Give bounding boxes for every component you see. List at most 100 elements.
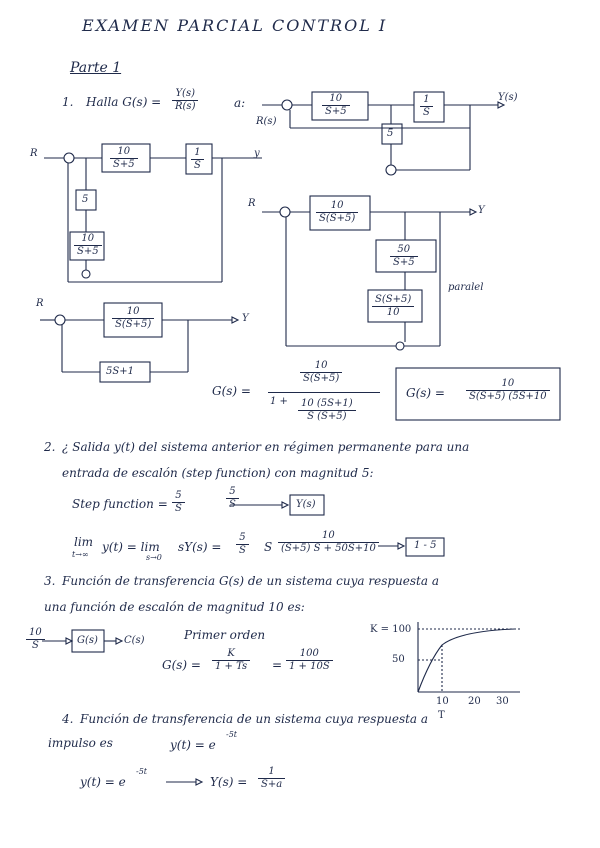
q3-g1-den: 1 + Ts bbox=[215, 661, 248, 672]
q3-g2-num: 100 bbox=[286, 648, 333, 661]
q2-step-label: Step function = bbox=[72, 497, 168, 511]
q3-block: G(s) bbox=[77, 635, 98, 646]
q1-ratio-num: Y(s) bbox=[172, 88, 199, 101]
diagC-block1-den: S(S+5) bbox=[319, 213, 356, 224]
q1-result-bottom-num: 10 (5S+1) bbox=[298, 398, 356, 411]
q3-plot-t-label: T bbox=[438, 710, 445, 721]
diagA-block3: 5 bbox=[387, 128, 394, 139]
q2-number: 2. bbox=[44, 440, 56, 454]
diagC-output: Y bbox=[478, 205, 485, 216]
diagC-block3: S(S+5) 10 bbox=[372, 294, 415, 319]
exam-title: EXAMEN PARCIAL bbox=[82, 16, 265, 35]
diagB-block2-den: S bbox=[194, 160, 201, 171]
diagA-block1: 10 S+5 bbox=[322, 93, 350, 118]
q1-ratio: Y(s) R(s) bbox=[172, 88, 199, 113]
diagA-block2: 1 S bbox=[420, 94, 433, 119]
q2-lim-prefix: lim bbox=[74, 535, 94, 549]
diagC-note: paralel bbox=[448, 282, 484, 293]
q1-result-label: G(s) = bbox=[212, 384, 251, 398]
q2-lim-sub2: s→0 bbox=[146, 553, 162, 562]
q2-lim-rest: sY(s) = bbox=[178, 540, 222, 554]
q2-lim-big-den: (S+5) S + 50S+10 bbox=[281, 543, 376, 554]
diagB-output: y bbox=[254, 148, 260, 159]
q1-result-top-den: S(S+5) bbox=[303, 373, 340, 384]
diagC-block2-den: S+5 bbox=[393, 257, 415, 268]
q1-ratio-den: R(s) bbox=[175, 101, 196, 112]
diagB-input: R bbox=[30, 148, 38, 159]
diagB-block2-num: 1 bbox=[191, 147, 204, 160]
q1-main-fraction-bar bbox=[268, 392, 380, 393]
q3-input-fraction: 10 S bbox=[26, 627, 45, 652]
q2-arrow-num: 5 bbox=[226, 486, 239, 499]
q1-result-top: 10 S(S+5) bbox=[300, 360, 343, 385]
q2-lim-big-num: 10 bbox=[278, 530, 379, 543]
diagC-block1-num: 10 bbox=[316, 200, 359, 213]
q4-Y-fraction: 1 S+a bbox=[258, 766, 286, 791]
q2-text-line1: ¿ Salida y(t) del sistema anterior en ré… bbox=[62, 440, 470, 454]
diagB-block1: 10 S+5 bbox=[110, 146, 138, 171]
q2-arrow-fraction: 5 S bbox=[226, 486, 239, 511]
diagB-block1-num: 10 bbox=[110, 146, 138, 159]
q3-g1-fraction: K 1 + Ts bbox=[212, 648, 251, 673]
q3-input-num: 10 bbox=[26, 627, 45, 640]
q4-resp: y(t) = e bbox=[170, 738, 216, 752]
q2-step-fraction: 5 S bbox=[172, 490, 185, 515]
q1-prompt: Halla G(s) = bbox=[86, 95, 162, 109]
q3-text-line1: Función de transferencia G(s) de un sist… bbox=[62, 574, 439, 588]
q1-final-fraction: 10 S(S+5) (5S+10 bbox=[466, 378, 550, 403]
q1-final-den: S(S+5) (5S+10 bbox=[469, 391, 547, 402]
diagB-block2: 1 S bbox=[191, 147, 204, 172]
q3-g1-num: K bbox=[212, 648, 251, 661]
q4-text-line1: Función de transferencia de un sistema c… bbox=[80, 712, 429, 726]
diagB-block1-den: S+5 bbox=[113, 159, 135, 170]
q2-lim-frac-den: S bbox=[239, 545, 246, 556]
diagD-output: Y bbox=[242, 313, 249, 324]
part-heading: Parte 1 bbox=[70, 60, 122, 76]
diagA-block1-den: S+5 bbox=[325, 106, 347, 117]
q2-lim-big-fraction: 10 (S+5) S + 50S+10 bbox=[278, 530, 379, 555]
q3-g-label: G(s) = bbox=[162, 658, 201, 672]
q2-lim-sub1: t→∞ bbox=[72, 550, 89, 559]
diagB-block4-num: 10 bbox=[74, 233, 102, 246]
diagB-block3: 5 bbox=[82, 194, 89, 205]
q1-result-bottom: 10 (5S+1) S (S+5) bbox=[298, 398, 356, 423]
q1-number: 1. bbox=[62, 95, 74, 109]
q2-answer: 1 - 5 bbox=[414, 540, 437, 551]
diagC-block2: 50 S+5 bbox=[390, 244, 418, 269]
diagC-block1: 10 S(S+5) bbox=[316, 200, 359, 225]
q3-plot-tick-20: 20 bbox=[468, 696, 481, 707]
q3-g2-fraction: 100 1 + 10S bbox=[286, 648, 333, 673]
q3-text-line2: una función de escalón de magnitud 10 es… bbox=[44, 600, 305, 614]
q1-final-label: G(s) = bbox=[406, 386, 445, 400]
diagB-block4-den: S+5 bbox=[77, 246, 99, 257]
diagD-block1: 10 S(S+5) bbox=[112, 306, 155, 331]
q1-result-bottom-den: S (S+5) bbox=[307, 411, 347, 422]
q3-plot-tick-10: 10 bbox=[436, 696, 449, 707]
diagA-block1-num: 10 bbox=[322, 93, 350, 106]
q1-marker: a: bbox=[234, 96, 246, 110]
q4-Y-num: 1 bbox=[258, 766, 286, 779]
diagA-block2-num: 1 bbox=[420, 94, 433, 107]
q3-input-den: S bbox=[31, 640, 39, 651]
q4-resp-exp: -5t bbox=[226, 730, 238, 739]
q2-block: Y(s) bbox=[296, 499, 316, 510]
diagD-block1-num: 10 bbox=[112, 306, 155, 319]
q3-output: C(s) bbox=[124, 635, 145, 646]
q1-result-top-num: 10 bbox=[300, 360, 343, 373]
q4-text-line2: impulso es bbox=[48, 736, 113, 750]
q2-lim-s: S bbox=[264, 540, 273, 554]
q4-Y-den: S+a bbox=[261, 779, 283, 790]
q1-result-one: 1 + bbox=[270, 396, 288, 407]
q3-equals: = bbox=[272, 658, 283, 672]
q3-number: 3. bbox=[44, 574, 56, 588]
q2-lim-frac-num: 5 bbox=[236, 532, 249, 545]
diagA-output: Y(s) bbox=[498, 92, 518, 103]
q2-text-line2: entrada de escalón (step function) con m… bbox=[62, 466, 374, 480]
q3-plot-k-label: K = 100 bbox=[370, 624, 412, 635]
q3-plot-tick-30: 30 bbox=[496, 696, 509, 707]
q2-step-den: S bbox=[175, 503, 182, 514]
diagD-input: R bbox=[36, 298, 44, 309]
q4-y-label: y(t) = e bbox=[80, 775, 126, 789]
q3-order: Primer orden bbox=[184, 628, 266, 642]
